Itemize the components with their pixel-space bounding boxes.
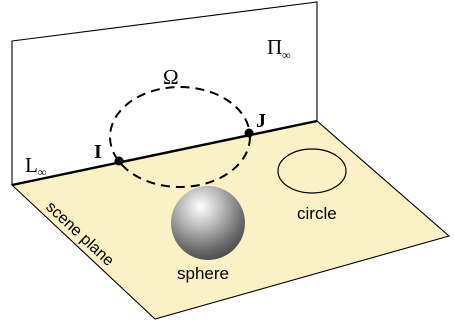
sphere-shape [171, 186, 245, 260]
infinity-plane-label: Π∞ [267, 35, 291, 62]
circle-shape [277, 148, 347, 194]
point-i-label: I [94, 141, 102, 163]
point-j [244, 128, 254, 138]
line-at-infinity [11, 119, 318, 187]
circle-label: circle [297, 204, 337, 223]
point-i [114, 156, 124, 166]
sphere-label: sphere [177, 264, 229, 283]
absolute-conic-label: Ω [163, 65, 179, 89]
point-j-label: J [256, 110, 266, 132]
line-at-infinity-label: L∞ [25, 153, 46, 179]
